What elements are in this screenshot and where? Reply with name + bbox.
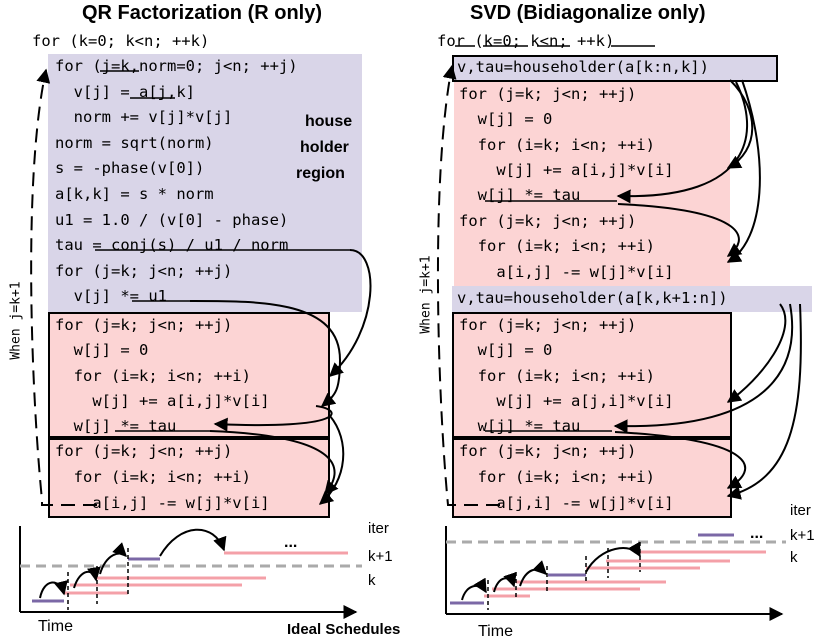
qr-householder-line: norm = sqrt(norm)	[55, 134, 214, 152]
svd-block1-line: w[j] *= tau	[459, 186, 581, 204]
qr-block1-line: for (j=k; j<n; ++j)	[55, 316, 233, 334]
qr-when-loop	[30, 68, 97, 506]
qr-arrow-wtau	[209, 430, 339, 496]
qr-block1-line: w[j] += a[i,j]*v[i]	[55, 392, 270, 410]
svd-arrow-7	[614, 431, 747, 489]
svd-arrow-1	[726, 79, 754, 169]
qr-householder-line: v[j] = a[j,k]	[55, 83, 195, 101]
svd-block3-line: for (i=k; i<n; ++i)	[459, 367, 655, 385]
qr-update-block-1	[48, 312, 330, 438]
svd-block4-line: a[j,i] -= w[j]*v[i]	[459, 494, 674, 512]
svd-block2-line: a[i,j] -= w[j]*v[i]	[459, 263, 674, 281]
qr-arrow-w	[213, 405, 333, 432]
qr-arrow-v	[318, 415, 345, 505]
qr-underlines	[95, 70, 350, 432]
svd-title: SVD (Bidiagonalize only)	[470, 2, 706, 24]
svd-schedule	[445, 526, 786, 621]
qr-k-label: k	[368, 572, 376, 589]
svd-block3-line: for (j=k; j<n; ++j)	[459, 316, 637, 334]
qr-schedule-arrow	[159, 528, 227, 557]
qr-ellipsis: ...	[284, 534, 298, 551]
svd-block3-line: w[j] = 0	[459, 341, 553, 359]
svd-update-block-2	[454, 208, 730, 286]
qr-householder-line: a[k,k] = s * norm	[55, 185, 214, 203]
qr-flow-arrows	[189, 249, 372, 505]
svd-time-label: Time	[478, 623, 513, 640]
svd-arrow-5	[726, 303, 787, 403]
qr-region-label-1: house	[305, 113, 353, 130]
qr-arrow-u1	[189, 299, 342, 407]
qr-householder-line: norm += v[j]*v[j]	[55, 108, 233, 126]
svd-arrow-3	[617, 203, 743, 257]
qr-arrow-tau	[328, 249, 372, 377]
svd-householder-2	[452, 286, 812, 312]
svd-block2-line: for (j=k; j<n; ++j)	[459, 212, 637, 230]
qr-title: QR Factorization (R only)	[82, 2, 322, 24]
qr-iter-label: iter	[368, 520, 389, 537]
svd-underlines	[485, 200, 617, 432]
svd-flow-arrows	[613, 79, 802, 500]
qr-schedule-arrow	[73, 566, 101, 589]
svd-schedule-arrow	[585, 541, 641, 573]
qr-schedule-arrow	[99, 542, 127, 575]
svd-schedule-arrow	[461, 577, 487, 601]
qr-outer-loop: for (k=0; k<n; ++k)	[32, 32, 210, 50]
svd-householder-1-text: v,tau=householder(a[k:n,k])	[457, 58, 709, 76]
qr-householder-region	[48, 54, 362, 312]
svd-k1-label: k+1	[790, 527, 815, 544]
svd-block1-line: for (j=k; j<n; ++j)	[459, 85, 637, 103]
svd-iter-label: iter	[790, 502, 811, 519]
svd-schedule-arrow	[519, 560, 547, 587]
svd-arrow-8	[726, 303, 802, 500]
qr-householder-line: for (j=k; j<n; ++j)	[55, 262, 233, 280]
qr-block1-line: for (i=k; i<n; ++i)	[55, 367, 251, 385]
svd-ellipsis: ...	[750, 525, 764, 542]
qr-householder-line: u1 = 1.0 / (v[0] - phase)	[55, 211, 289, 229]
svd-householder-1	[452, 55, 778, 82]
svd-block1-line: w[j] = 0	[459, 110, 553, 128]
svd-arrow-4	[726, 79, 761, 263]
svd-k-label: k	[790, 549, 798, 566]
svd-update-block-3	[452, 312, 732, 438]
svd-when-loop	[436, 64, 500, 506]
qr-block2-line: a[i,j] -= w[j]*v[i]	[55, 494, 270, 512]
svd-block1-line: w[j] += a[i,j]*v[i]	[459, 161, 674, 179]
qr-k1-label: k+1	[368, 548, 393, 565]
svd-block4-line: for (i=k; i<n; ++i)	[459, 468, 655, 486]
svd-block3-line: w[j] += a[j,i]*v[i]	[459, 392, 674, 410]
qr-block2-line: for (j=k; j<n; ++j)	[55, 442, 233, 460]
qr-householder-line: s = -phase(v[0])	[55, 159, 205, 177]
svd-block1-line: for (i=k; i<n; ++i)	[459, 136, 655, 154]
qr-region-label-3: region	[296, 165, 345, 182]
qr-schedule-arrow	[39, 580, 68, 599]
qr-block2-line: for (i=k; i<n; ++i)	[55, 468, 251, 486]
svd-schedule-arrow	[493, 571, 517, 593]
svd-block4-line: for (j=k; j<n; ++j)	[459, 442, 637, 460]
qr-schedule	[19, 526, 362, 619]
svd-block2-line: for (i=k; i<n; ++i)	[459, 237, 655, 255]
svd-arrow-2	[616, 81, 749, 204]
svd-householder-2-text: v,tau=householder(a[k,k+1:n])	[457, 289, 728, 307]
svd-update-block-1	[454, 82, 730, 208]
qr-region-label-2: holder	[300, 139, 349, 156]
qr-block1-line: w[j] = 0	[55, 341, 149, 359]
schedule-caption: Ideal Schedules	[287, 621, 401, 638]
qr-time-label: Time	[38, 618, 73, 635]
svd-arrow-6	[613, 303, 794, 434]
